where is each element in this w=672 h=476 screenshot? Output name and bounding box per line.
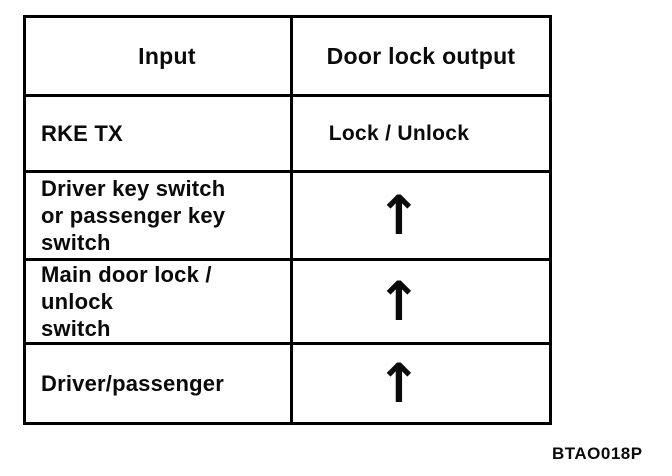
header-input-cell: Input bbox=[26, 18, 293, 97]
header-output-cell: Door lock output bbox=[293, 18, 549, 97]
input-label: Main door lock / unlock switch bbox=[41, 262, 212, 341]
door-lock-table: Input Door lock output RKE TX Lock / Unl… bbox=[23, 15, 552, 425]
input-cell-driver-passenger: Driver/passenger bbox=[26, 345, 293, 422]
input-label: Driver/passenger bbox=[41, 371, 224, 396]
up-arrow-icon: ↑ bbox=[376, 183, 422, 247]
input-label: Driver key switch or passenger key switc… bbox=[41, 176, 226, 255]
output-cell-lock-unlock: Lock / Unlock bbox=[293, 97, 549, 173]
output-cell-ditto-3: ↑ bbox=[293, 345, 549, 422]
input-cell-driver-key-switch: Driver key switch or passenger key switc… bbox=[26, 173, 293, 261]
header-output-label: Door lock output bbox=[326, 42, 516, 69]
output-cell-ditto-2: ↑ bbox=[293, 261, 549, 345]
output-label: Lock / Unlock bbox=[328, 121, 470, 145]
up-arrow-icon: ↑ bbox=[376, 351, 422, 415]
output-cell-ditto-1: ↑ bbox=[293, 173, 549, 261]
header-input-label: Input bbox=[138, 42, 196, 69]
figure-code-label: BTAO018P bbox=[552, 444, 643, 463]
input-cell-main-door-lock-switch: Main door lock / unlock switch bbox=[26, 261, 293, 345]
input-label: RKE TX bbox=[41, 121, 123, 146]
up-arrow-icon: ↑ bbox=[376, 269, 422, 333]
input-cell-rke-tx: RKE TX bbox=[26, 97, 293, 173]
